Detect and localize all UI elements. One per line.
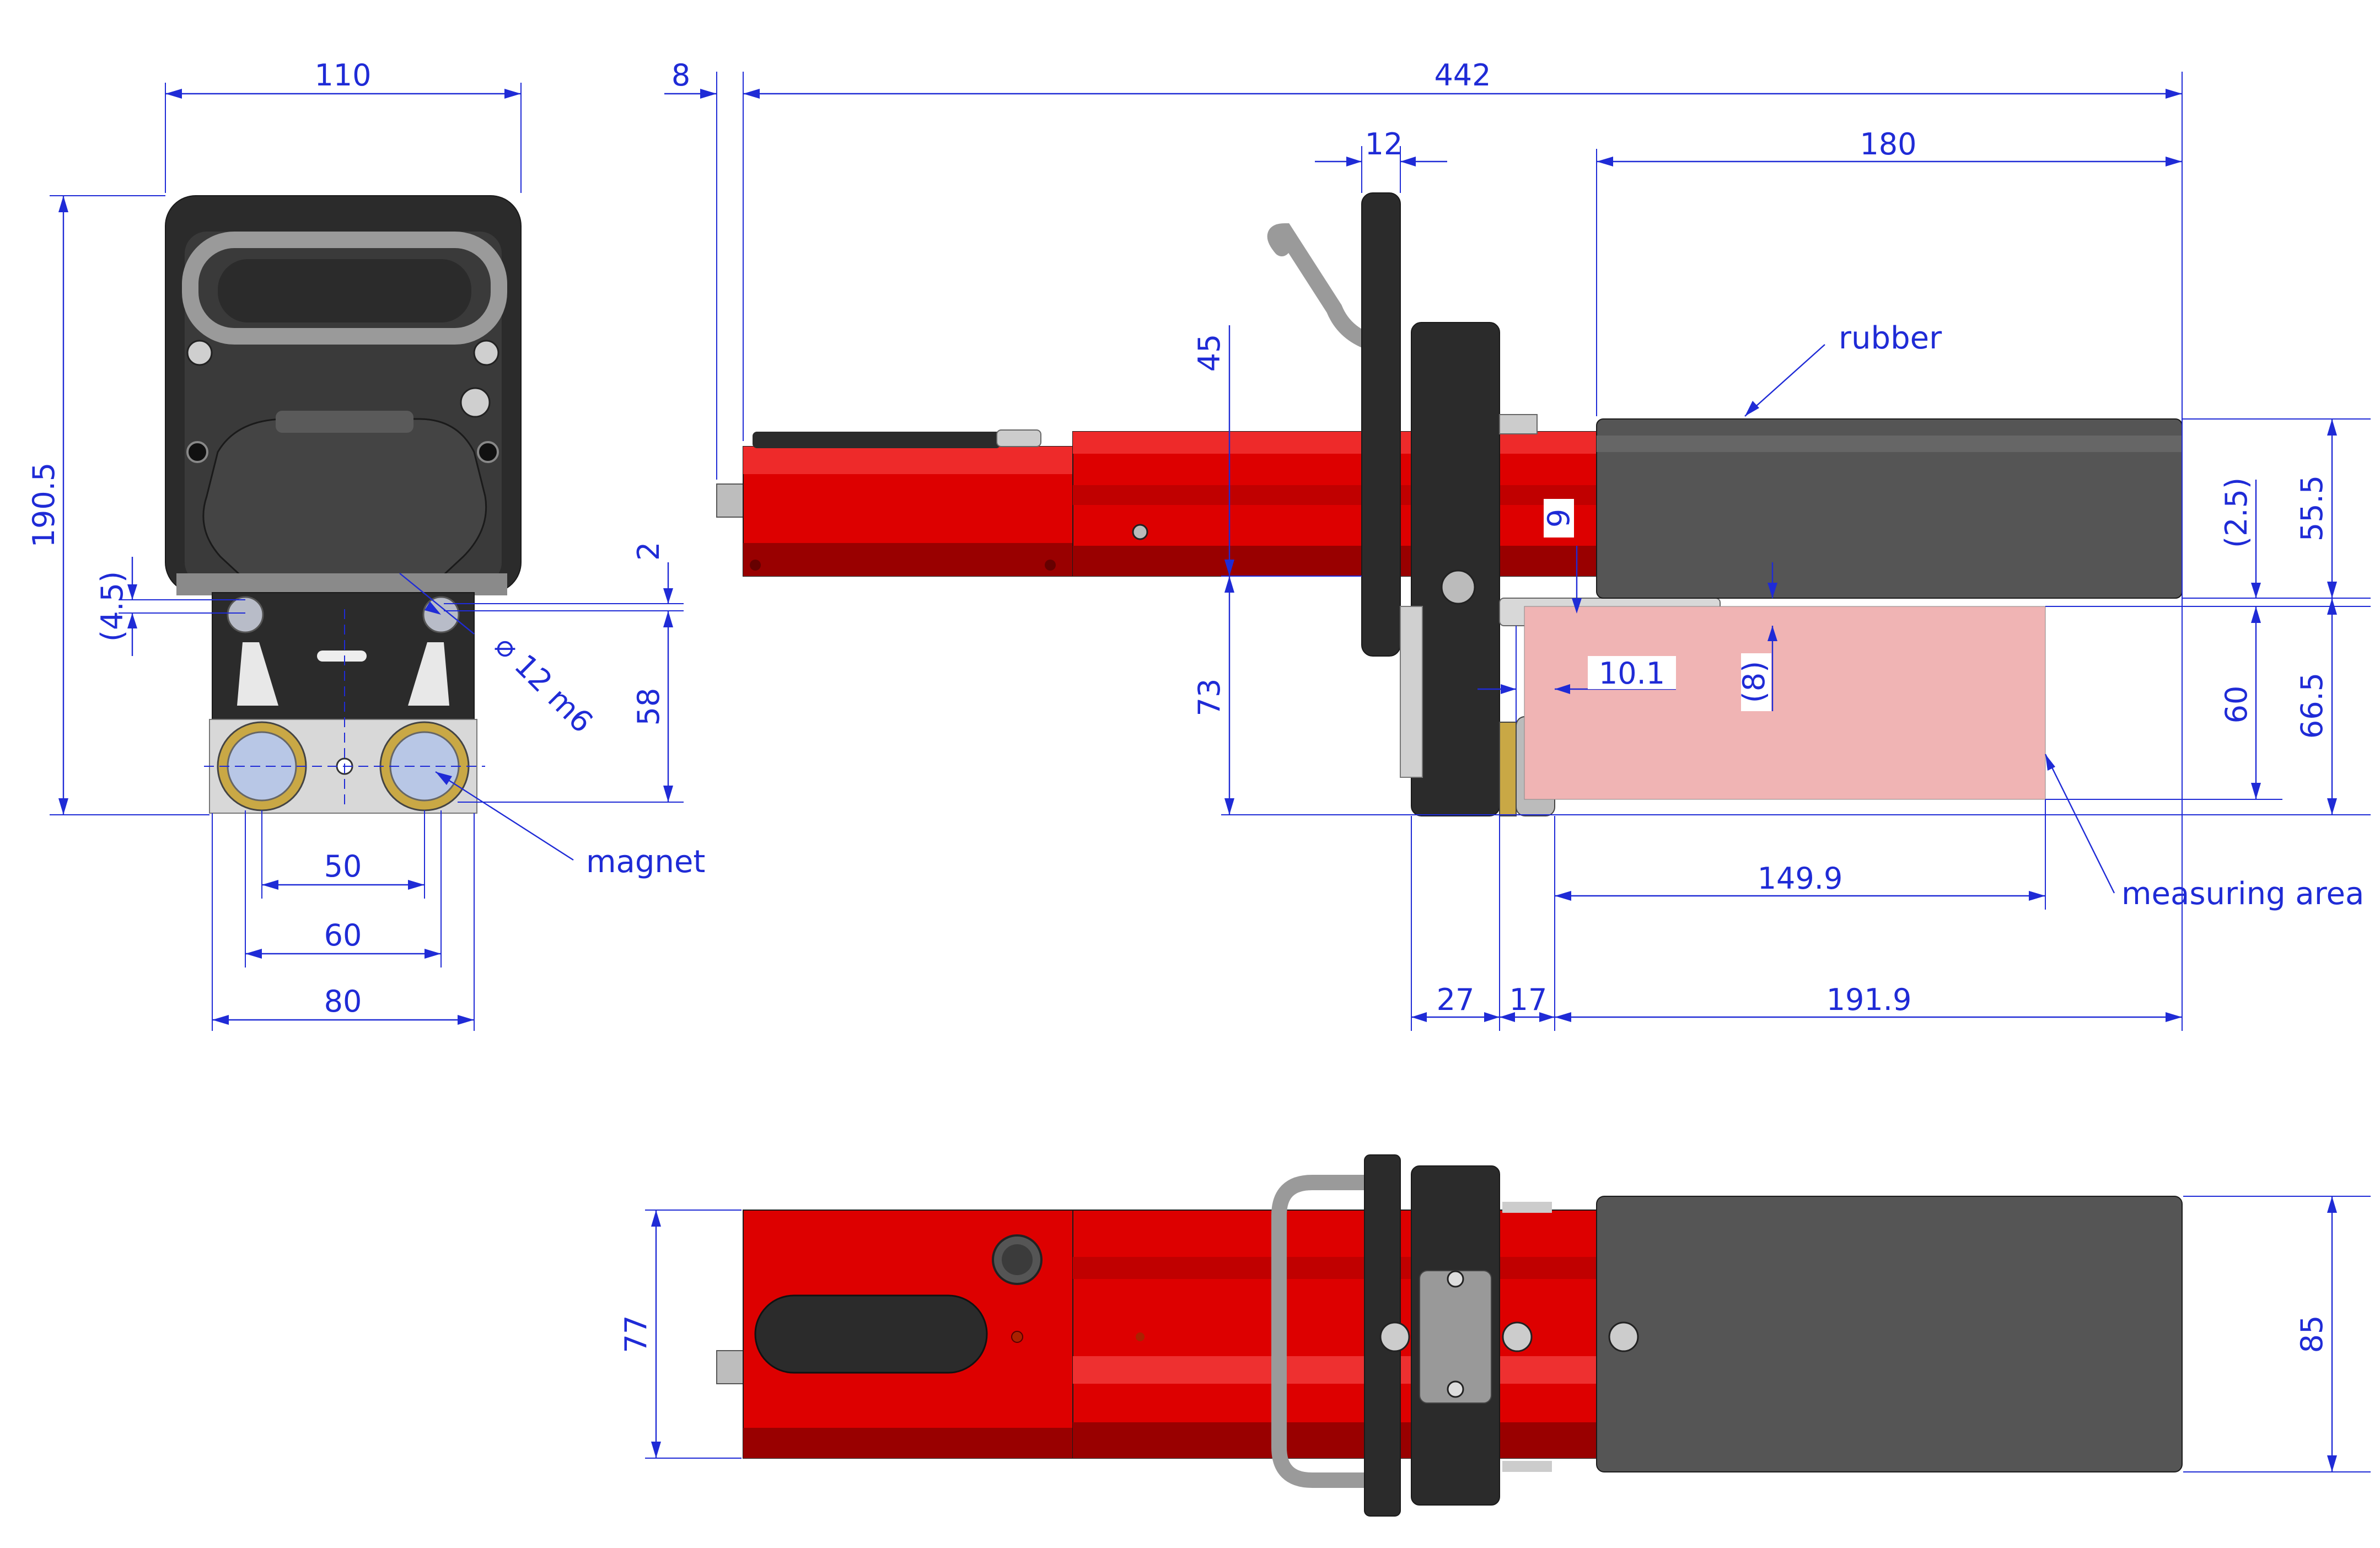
measuring-area-zone: [1524, 606, 2046, 800]
red-body-rear-light: [1073, 1356, 1597, 1384]
dim-width-77: 77: [619, 1315, 653, 1353]
slot-icon: [237, 642, 278, 706]
pin-icon: [227, 596, 264, 633]
dim-bore-12-m6: ⌀ 12 m6: [488, 628, 600, 740]
screw-icon: [473, 340, 499, 366]
dim-offset-2-5: (2.5): [2219, 477, 2254, 548]
dim-spacing-50: 50: [324, 849, 362, 884]
handle-bar-icon: [182, 232, 507, 345]
handle-inner-gap: [218, 259, 471, 322]
dim-len-191-9: 191.9: [1826, 982, 1912, 1017]
dim-height-58: 58: [631, 688, 666, 726]
red-body-rear-stripe: [1073, 432, 1597, 454]
display-window: [754, 1294, 988, 1374]
red-body-rear-bottom: [1073, 546, 1597, 576]
foot-plate: [176, 573, 507, 595]
pin: [716, 1350, 745, 1384]
rubber-cylinder: [1596, 1196, 2183, 1472]
sensor-head-top: [276, 411, 413, 433]
hole-icon: [477, 441, 499, 463]
clamp-block: [1411, 322, 1500, 816]
screw-icon: [1502, 1321, 1533, 1352]
dim-len-27: 27: [1437, 982, 1475, 1017]
led-icon: [1011, 1331, 1023, 1343]
label-rubber: rubber: [1839, 320, 1942, 356]
wheel-ring: [1499, 722, 1517, 816]
dim-width-80: 80: [324, 984, 362, 1019]
center-slot-icon: [317, 651, 367, 662]
small-block: [1502, 1461, 1552, 1472]
screw-icon: [1441, 569, 1476, 605]
dim-offset-10-1: 10.1: [1599, 656, 1665, 691]
slot-icon: [408, 642, 449, 706]
dim-area-149-9: 149.9: [1758, 861, 1843, 896]
dim-gap-2: 2: [631, 542, 666, 561]
front-view: 110 190.5 (4.5) 2 58 ⌀ 12 m6: [26, 58, 705, 1031]
red-body-front-bottom: [743, 543, 1073, 576]
dim-width-85: 85: [2295, 1315, 2329, 1353]
red-body-front-bottom: [743, 1428, 1073, 1458]
flange-plate: [1361, 192, 1401, 657]
pin: [716, 483, 745, 518]
top-latch: [996, 429, 1041, 447]
screw-icon: [1379, 1321, 1410, 1352]
dim-flange-12: 12: [1365, 127, 1403, 162]
red-body-front-top: [743, 447, 1073, 474]
bracket-plate: [1400, 606, 1423, 778]
screw-icon: [1132, 524, 1148, 540]
dim-height-73: 73: [1192, 679, 1227, 717]
dim-right-66-5: 66.5: [2295, 673, 2329, 739]
dim-width-110: 110: [314, 58, 371, 93]
top-cover: [753, 432, 1001, 448]
handle-loop: [1271, 1175, 1367, 1488]
screw-icon: [186, 340, 213, 366]
red-body-rear-stripe2: [1073, 485, 1597, 505]
label-measuring-area: measuring area: [2121, 876, 2364, 912]
dim-pin-8: 8: [671, 58, 690, 93]
screw-icon: [1447, 1380, 1464, 1398]
screw-icon: [1608, 1321, 1639, 1352]
dim-area-60: 60: [2219, 686, 2254, 724]
dim-gap-9: 9: [1541, 509, 1576, 528]
led-icon: [1136, 1332, 1145, 1341]
red-body-rear-bottom: [1073, 1422, 1597, 1458]
dim-height-190-5: 190.5: [26, 463, 61, 548]
screw-icon: [1447, 1270, 1464, 1288]
dim-length-442: 442: [1434, 58, 1491, 93]
dim-len-17: 17: [1509, 982, 1548, 1017]
button-icon: [1002, 1244, 1033, 1275]
dim-width-60: 60: [324, 918, 362, 953]
screw-icon: [460, 387, 491, 418]
screw-icon: [1045, 560, 1056, 571]
side-view: 8 442 12 180 45 73 9: [664, 58, 2371, 1031]
rubber-highlight: [1597, 436, 2182, 452]
hole-icon: [186, 441, 208, 463]
small-block: [1499, 414, 1538, 434]
sensor-head: [202, 418, 487, 594]
dim-offset-8: (8): [1737, 661, 1771, 703]
dim-rubber-180: 180: [1860, 127, 1916, 162]
top-view: 77 85: [619, 1154, 2371, 1517]
dim-height-45: 45: [1192, 334, 1227, 372]
small-block: [1502, 1202, 1552, 1213]
screw-icon: [750, 560, 761, 571]
dim-rubber-55-5: 55.5: [2295, 475, 2329, 541]
dim-offset-4-5: (4.5): [95, 571, 130, 642]
red-body-rear-stripe: [1073, 1257, 1597, 1279]
label-magnet: magnet: [586, 844, 705, 880]
